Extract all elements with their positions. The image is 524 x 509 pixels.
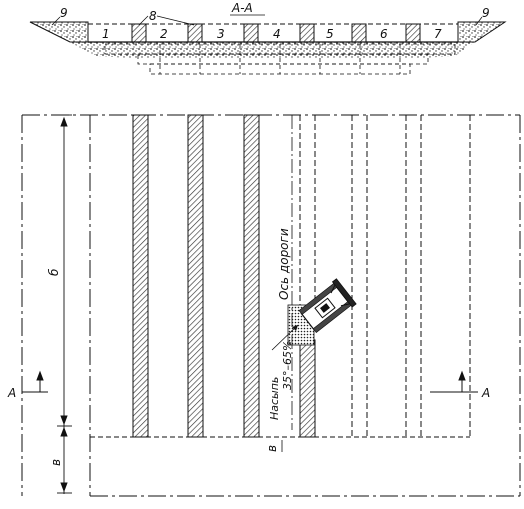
section-marker-label-right: А <box>481 386 490 400</box>
section-title: А-А <box>231 1 253 15</box>
separator-1 <box>131 23 147 43</box>
label-9-right: 9 <box>482 6 490 20</box>
plan-view: б в Ось дороги Насыпь 35°–65% в <box>7 114 521 497</box>
section-marker-label-left: А <box>7 386 16 400</box>
separator-2 <box>187 23 203 43</box>
road-axis-label: Ось дороги <box>277 228 291 300</box>
cell-label-3: 3 <box>217 27 225 41</box>
separator-3 <box>243 23 259 43</box>
dimension-lines <box>57 114 72 494</box>
leader-8a <box>138 15 149 26</box>
leader-8b <box>156 15 195 26</box>
built-strip-3 <box>243 114 260 438</box>
label-8: 8 <box>149 9 157 23</box>
cell-label-7: 7 <box>434 27 442 41</box>
built-strip-1 <box>132 114 149 438</box>
section-marker-left <box>22 370 48 393</box>
label-9-left: 9 <box>60 6 68 20</box>
cell-label-2: 2 <box>160 27 168 41</box>
embankment-leader <box>271 324 299 351</box>
right-slope <box>457 21 507 43</box>
cell-label-4: 4 <box>273 27 281 41</box>
dim-v-label: в <box>49 459 63 466</box>
bulldozer <box>298 278 357 333</box>
built-strip-2 <box>187 114 204 438</box>
cell-label-5: 5 <box>326 27 334 41</box>
separator-4 <box>299 23 315 43</box>
left-slope <box>29 21 89 43</box>
embankment-label: Насыпь <box>268 377 281 420</box>
cell-label-6: 6 <box>380 27 388 41</box>
cross-section: А-А 1 2 3 4 5 6 7 8 9 9 <box>29 1 507 75</box>
lower-courses <box>104 43 456 75</box>
leader-9-right <box>475 16 483 26</box>
leader-9-left <box>51 16 61 26</box>
moisture-label: 35°–65% <box>281 341 294 390</box>
built-strip-4-partial <box>299 339 316 438</box>
separator-6 <box>405 23 421 43</box>
point-label: в <box>265 445 279 452</box>
dim-b-label: б <box>47 268 61 276</box>
embankment-leader-arrow <box>292 325 298 331</box>
section-marker-right <box>430 370 478 393</box>
cell-label-1: 1 <box>102 27 110 41</box>
separator-5 <box>351 23 367 43</box>
future-strips <box>299 115 471 437</box>
